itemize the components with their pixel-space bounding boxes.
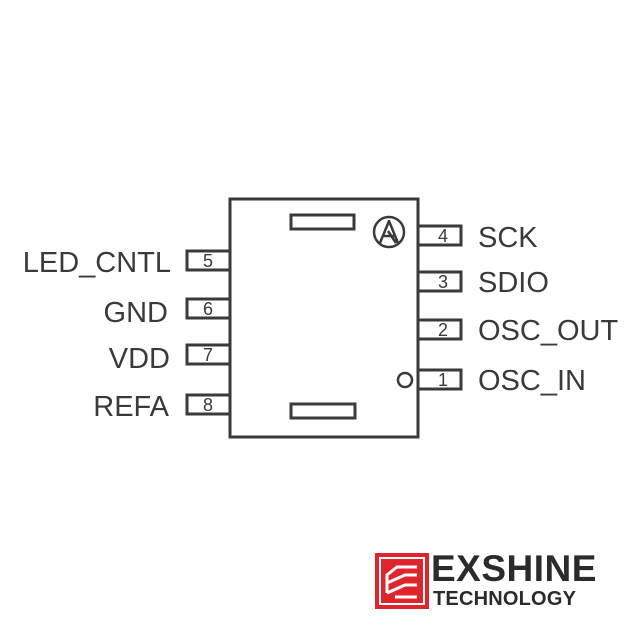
pin-number: 2 (438, 320, 448, 340)
pin-7: 7 VDD (109, 343, 232, 375)
pin-8: 8 REFA (93, 391, 232, 423)
logo-brand-text: EXSHINE (431, 548, 597, 589)
pin-number: 1 (438, 370, 448, 390)
pin-label: VDD (109, 343, 170, 375)
pin1-marker-icon (396, 371, 414, 389)
company-logo: EXSHINE TECHNOLOGY (375, 549, 620, 610)
top-pad (289, 213, 356, 231)
pin-label: OSC_OUT (478, 315, 618, 347)
manufacturer-logo-icon (372, 215, 406, 249)
pin-label: REFA (93, 391, 169, 423)
pin-2: 2 OSC_OUT (416, 315, 618, 347)
pin-number: 6 (203, 299, 213, 319)
pin-number: 5 (203, 251, 213, 271)
pin-number: 8 (203, 395, 213, 415)
bottom-pad (289, 402, 357, 420)
company-logo-mark-icon (375, 553, 429, 609)
logo-tagline-text: TECHNOLOGY (433, 588, 577, 610)
pin-number: 3 (438, 272, 448, 292)
pin-number: 7 (203, 345, 213, 365)
pin-label: SDIO (478, 267, 549, 299)
pin-label: GND (104, 297, 168, 329)
pin-label: SCK (478, 222, 538, 254)
pin-label: OSC_IN (478, 365, 586, 397)
pin-label: LED_CNTL (23, 247, 171, 279)
pin-number: 4 (438, 226, 448, 246)
pin-6: 6 GND (104, 297, 232, 329)
pin-1: 1 OSC_IN (416, 365, 586, 397)
pin-5: 5 LED_CNTL (23, 247, 232, 279)
pin-4: 4 SCK (416, 222, 538, 254)
pin-3: 3 SDIO (416, 267, 549, 299)
